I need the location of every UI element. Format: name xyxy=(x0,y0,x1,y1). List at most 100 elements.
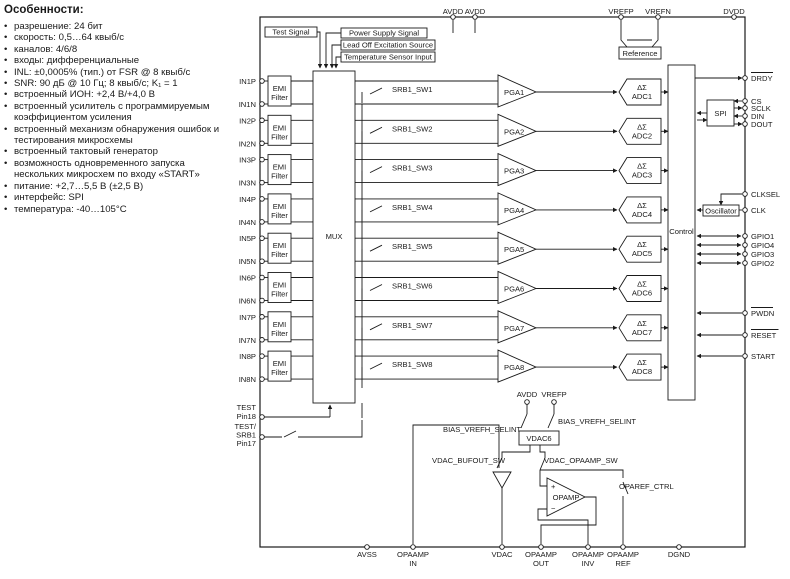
opamp-label: OPAMP xyxy=(553,493,580,502)
input-pin xyxy=(259,117,265,124)
right-pin xyxy=(742,121,748,127)
source-wire xyxy=(329,44,341,69)
bufout-switch xyxy=(496,457,503,469)
pga-amp xyxy=(497,349,538,383)
test-pin xyxy=(259,414,265,420)
bottom-pin xyxy=(499,544,505,550)
adc-prefix-label: ΔΣ xyxy=(637,358,647,367)
bottom-pin-label: OPAAMP xyxy=(572,550,604,559)
pga-amp xyxy=(497,192,538,226)
test-pin-label: Pin18 xyxy=(237,412,256,421)
right-pin-label: DRDY xyxy=(751,74,773,83)
feature-item: встроенный усилитель с программируемым к… xyxy=(4,101,222,124)
right-pin-label: GPIO2 xyxy=(751,259,774,268)
input-pin xyxy=(259,376,265,382)
input-pin-label: IN4P xyxy=(239,195,256,204)
srb-switch-label: SRB1_SW5 xyxy=(392,242,433,251)
emi-filter-box xyxy=(267,114,292,146)
feature-item: температура: -40…105°C xyxy=(4,204,222,216)
oparef-ctrl-label: OPAREF_CTRL xyxy=(619,482,674,491)
srb-switch-label: SRB1_SW2 xyxy=(392,124,433,133)
feature-item: питание: +2,7…5,5 В (±2,5 В) xyxy=(4,181,222,193)
right-pin xyxy=(742,113,748,119)
emi-filter-box xyxy=(267,272,292,303)
vdac-label: VDAC6 xyxy=(526,434,551,443)
emi-filter-label: Filter xyxy=(271,132,288,141)
bottom-pin-label: VDAC xyxy=(491,550,513,559)
test-source-label: Temperature Sensor Input xyxy=(344,53,433,62)
pga-label: PGA3 xyxy=(504,167,524,176)
emi-filter-label: EMI xyxy=(273,163,287,172)
reference-label: Reference xyxy=(622,49,657,58)
feature-title: Особенности: xyxy=(4,4,84,16)
bias-vrefh-label: BIAS_VREFH_SELINT xyxy=(443,425,521,434)
input-pin xyxy=(259,314,265,320)
mux-box xyxy=(312,70,356,404)
top-pin-label: DVDD xyxy=(723,7,745,16)
right-pin-label: DOUT xyxy=(751,120,773,129)
input-pin xyxy=(259,337,265,343)
feature-item: входы: дифференциальные xyxy=(4,55,222,67)
right-pin-label: GPIO4 xyxy=(751,241,774,250)
opamp-minus-label: − xyxy=(551,504,556,513)
right-pin xyxy=(742,75,748,81)
spi-box xyxy=(706,99,735,127)
test-srb-pin-label: Pin17 xyxy=(237,439,256,448)
oscillator-label: Oscillator xyxy=(705,207,737,216)
adc-label: ADC5 xyxy=(632,249,652,258)
top-pin-label: AVDD xyxy=(443,7,464,16)
right-pin-label: GPIO1 xyxy=(751,232,774,241)
emi-filter-box xyxy=(267,311,292,343)
adc-label: ADC6 xyxy=(632,289,652,298)
bias-vrefh-label-right: BIAS_VREFH_SELINT xyxy=(558,417,636,426)
emi-filter-label: Filter xyxy=(271,329,288,338)
input-pin-label: IN1N xyxy=(239,100,256,109)
vdac-buffer xyxy=(492,471,512,489)
adc-prefix-label: ΔΣ xyxy=(637,319,647,328)
test-srb-pin xyxy=(259,434,265,440)
srb-switch-label: SRB1_SW7 xyxy=(392,321,433,330)
test-srb-pin-label: SRB1 xyxy=(236,431,256,440)
srb-switch-label: SRB1_SW3 xyxy=(392,164,433,173)
right-pin xyxy=(742,332,748,338)
pga-label: PGA1 xyxy=(504,88,524,97)
pga-amp xyxy=(497,270,538,305)
right-pin-label: CLKSEL xyxy=(751,190,780,199)
input-pin xyxy=(259,274,265,281)
input-pin xyxy=(259,101,265,107)
bias-switch-left xyxy=(520,413,528,429)
bottom-pin xyxy=(585,544,591,550)
srb-switch xyxy=(369,244,383,252)
input-pin xyxy=(259,219,265,225)
pga-amp xyxy=(497,74,538,108)
opamp-wire xyxy=(539,470,547,487)
feature-item: интерфейс: SPI xyxy=(4,192,222,204)
emi-filter-label: EMI xyxy=(273,359,287,368)
bottom-pin-label: IN xyxy=(409,559,417,568)
top-pin-label: VREFP xyxy=(608,7,633,16)
emi-filter-label: EMI xyxy=(273,241,287,250)
vdac-wire xyxy=(539,445,546,458)
feature-item: разрешение: 24 бит xyxy=(4,21,222,33)
bottom-pin xyxy=(364,544,370,550)
bottom-pin-label: AVSS xyxy=(357,550,377,559)
emi-filter-label: EMI xyxy=(273,281,287,290)
source-wire xyxy=(323,32,341,69)
srb-switch-label: SRB1_SW4 xyxy=(392,203,433,212)
srb-switch xyxy=(369,205,383,213)
bottom-pin-label: REF xyxy=(615,559,631,568)
vrefp-wire xyxy=(620,20,628,48)
pga-amp xyxy=(497,310,538,344)
input-pin xyxy=(259,297,265,304)
srb-switch-label: SRB1_SW8 xyxy=(392,360,433,369)
feature-item: INL: ±0,0005% (тип.) от FSR @ 8 квыб/с xyxy=(4,67,222,79)
input-pin-label: IN6P xyxy=(239,274,256,283)
top-pin-label: AVDD xyxy=(465,7,486,16)
test-source-label: Power Supply Signal xyxy=(349,29,419,38)
input-pin-label: IN5P xyxy=(239,234,256,243)
right-pin-label: START xyxy=(751,352,776,361)
emi-filter-label: EMI xyxy=(273,84,287,93)
bias-avdd-label: AVDD xyxy=(517,390,538,399)
test-source-label: Test Signal xyxy=(272,28,309,37)
